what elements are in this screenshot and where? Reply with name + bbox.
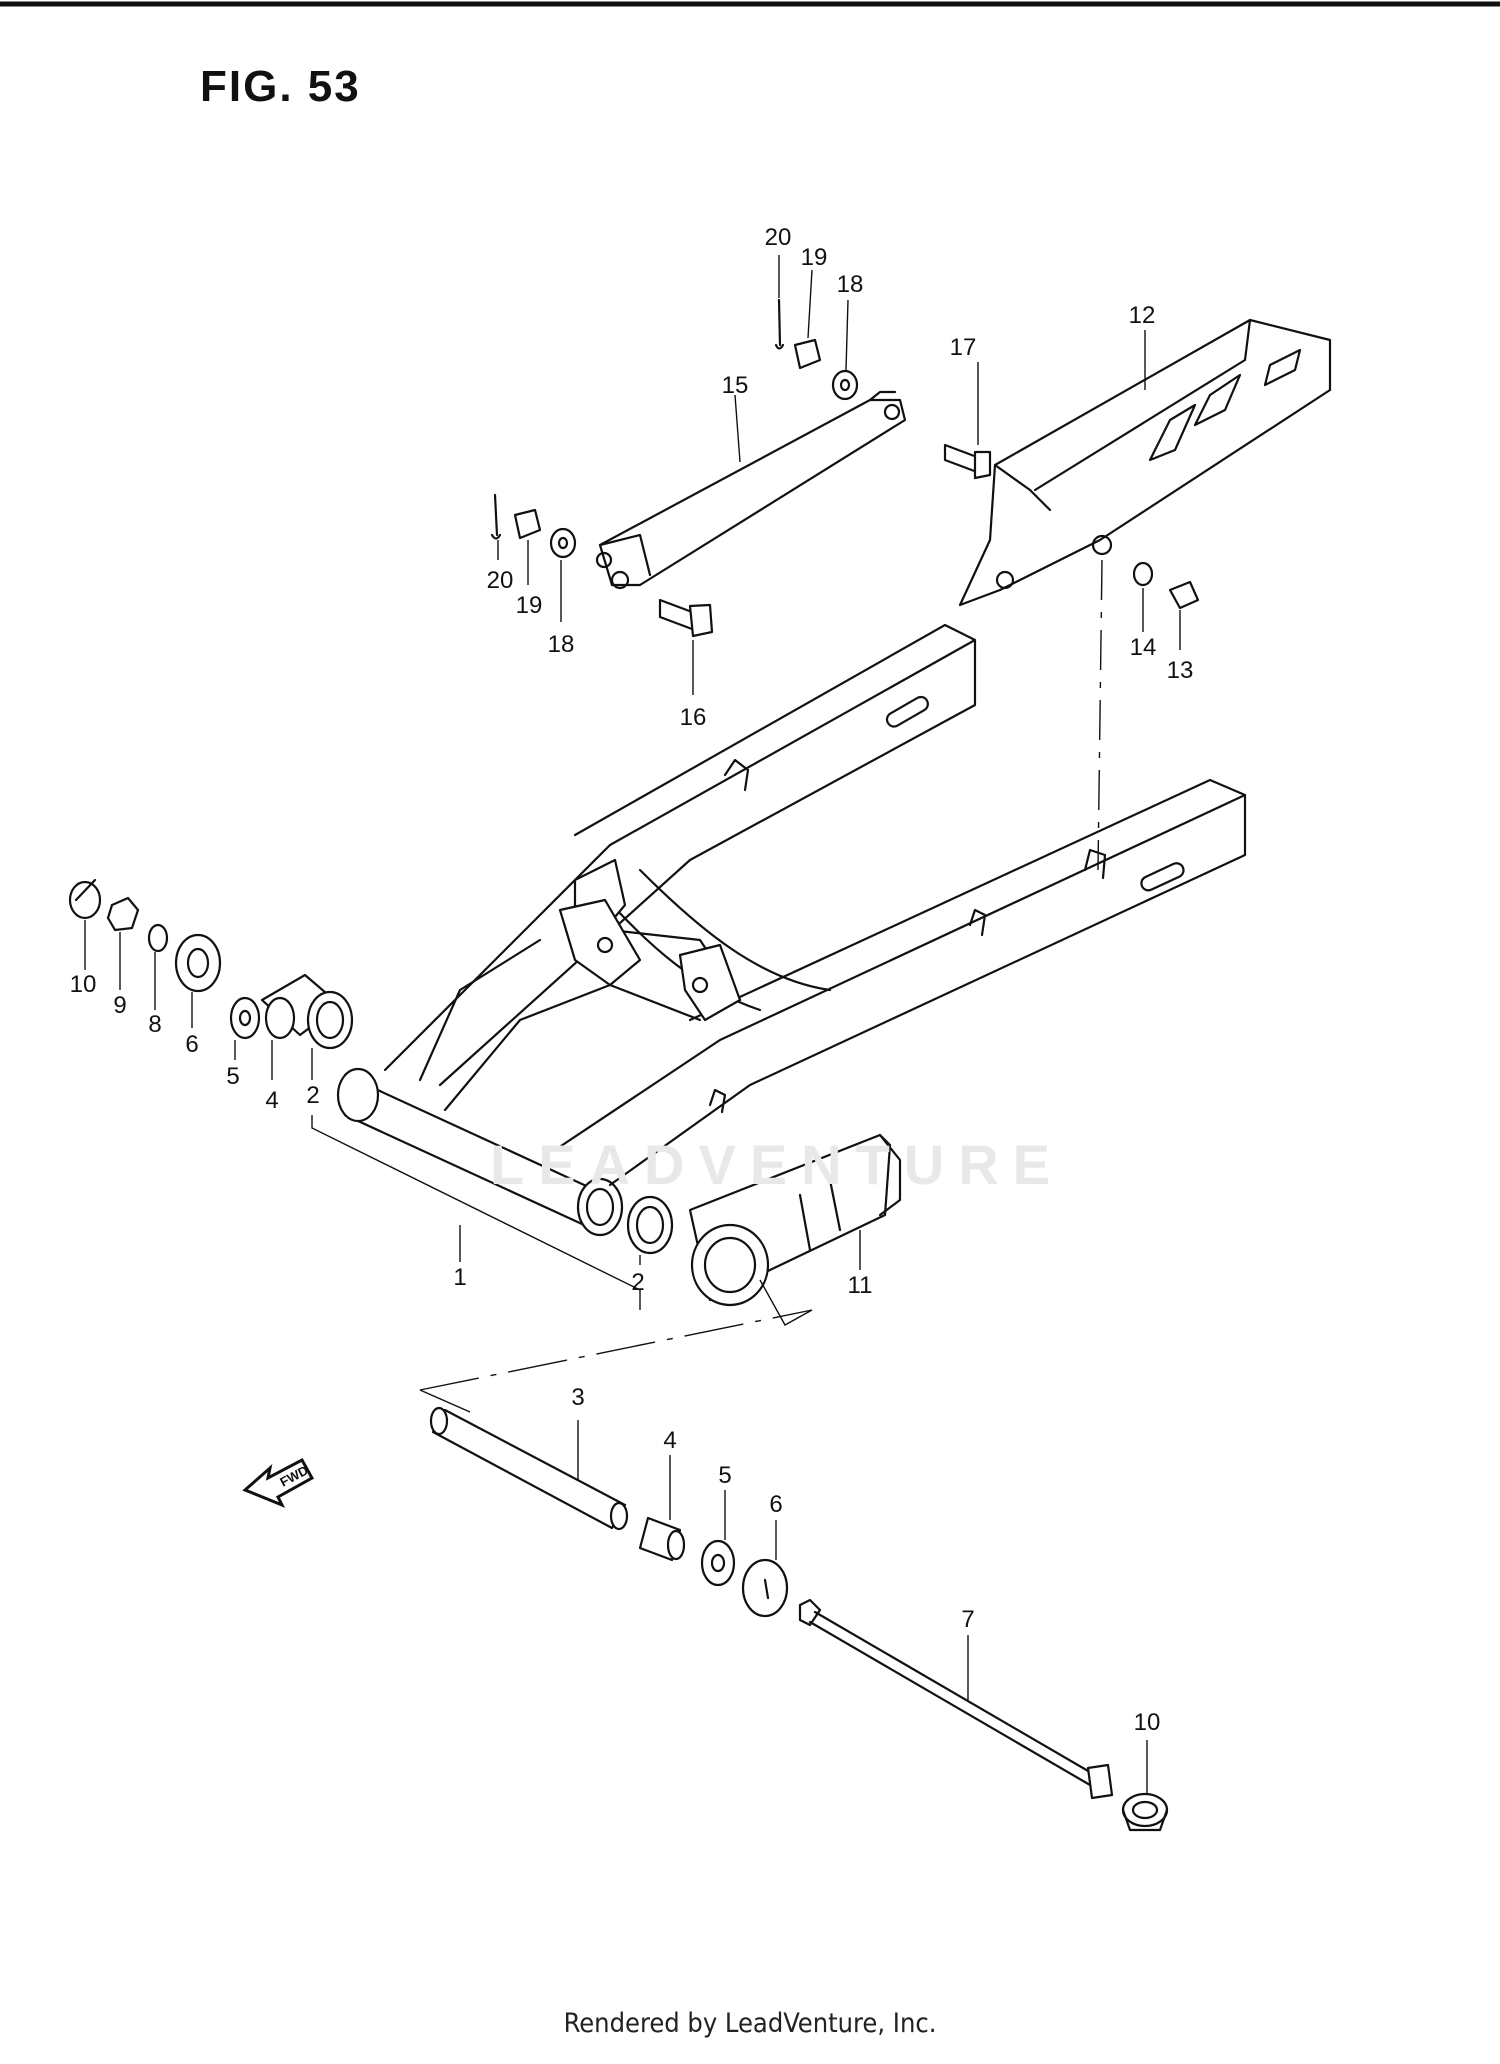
callout-10: 10 xyxy=(1134,1709,1161,1736)
callout-6: 6 xyxy=(185,1031,198,1058)
callout-19: 19 xyxy=(801,244,828,271)
callout-11: 11 xyxy=(848,1272,873,1299)
callout-4: 4 xyxy=(663,1427,676,1454)
callout-12: 12 xyxy=(1129,302,1156,329)
callout-14: 14 xyxy=(1130,634,1157,661)
callout-2: 2 xyxy=(306,1082,319,1109)
leader-lines xyxy=(84,255,1181,1795)
callout-5: 5 xyxy=(226,1063,239,1090)
callout-6: 6 xyxy=(769,1491,782,1518)
callout-3: 3 xyxy=(571,1384,584,1411)
pivot-hardware-lower xyxy=(429,1406,1169,1832)
callout-17: 17 xyxy=(950,334,977,361)
footer-credit: Rendered by LeadVenture, Inc. xyxy=(563,2008,937,2039)
chain-case-part-12 xyxy=(958,318,1332,607)
callout-10: 10 xyxy=(70,971,97,998)
callout-5: 5 xyxy=(718,1462,731,1489)
callout-18: 18 xyxy=(837,271,864,298)
callout-20: 20 xyxy=(487,567,514,594)
callout-1: 1 xyxy=(453,1264,466,1291)
chain-buffer-part-11 xyxy=(688,1133,902,1307)
figure-title: FIG. 53 xyxy=(200,62,361,111)
callout-7: 7 xyxy=(961,1606,974,1633)
callout-13: 13 xyxy=(1167,657,1194,684)
callout-9: 9 xyxy=(113,992,126,1019)
pivot-hardware-left xyxy=(68,878,674,1255)
callout-16: 16 xyxy=(680,704,707,731)
swingarm-part-1 xyxy=(336,623,1247,1237)
callout-labels: 20 19 18 15 17 12 20 19 18 16 14 13 10 9… xyxy=(70,224,1194,1736)
torque-link-part-15 xyxy=(595,390,907,590)
callout-2: 2 xyxy=(631,1269,644,1296)
callout-20: 20 xyxy=(765,224,792,251)
callout-19: 19 xyxy=(516,592,543,619)
callout-8: 8 xyxy=(148,1011,161,1038)
callout-4: 4 xyxy=(265,1087,278,1114)
callout-18: 18 xyxy=(548,631,575,658)
callout-15: 15 xyxy=(722,372,749,399)
forward-direction-arrow-icon: FWD xyxy=(242,1457,315,1508)
watermark-text: LEADVENTURE xyxy=(490,1133,1065,1196)
hardware-top xyxy=(490,298,1200,638)
